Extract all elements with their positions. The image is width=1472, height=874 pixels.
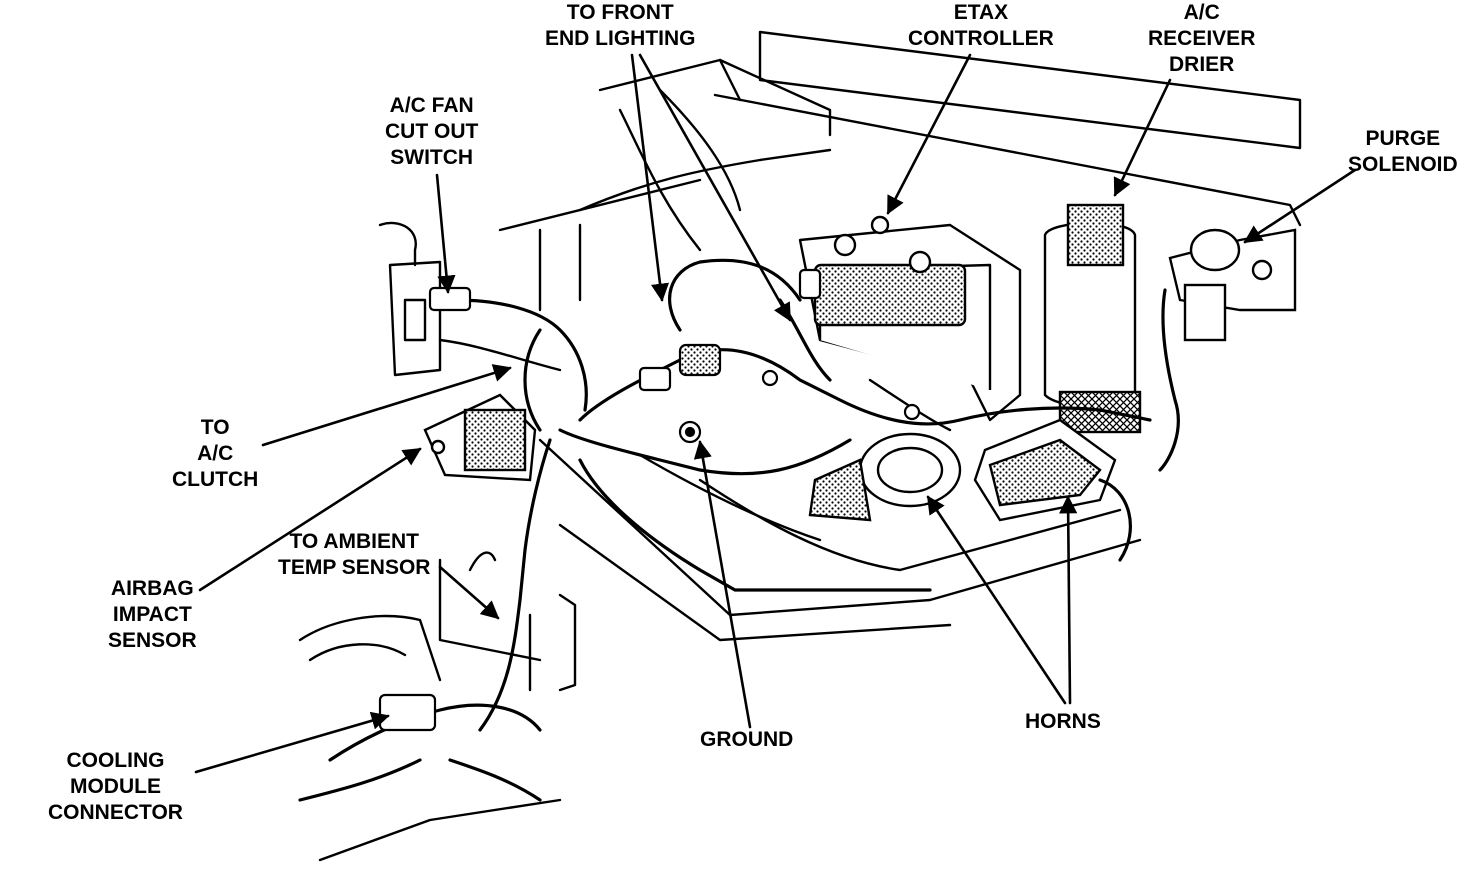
label-to-front-end-lighting: TO FRONT END LIGHTING: [545, 1, 696, 50]
connectors: [378, 268, 921, 732]
label-ac-receiver-drier: A/C RECEIVER DRIER: [1148, 1, 1256, 76]
label-horns: HORNS: [1025, 710, 1101, 733]
label-cooling-module-connector: COOLING MODULE CONNECTOR: [48, 749, 183, 824]
label-etax-controller: ETAX CONTROLLER: [908, 1, 1054, 50]
callout-leaders: [194, 53, 1357, 774]
label-airbag-impact-sensor: AIRBAG IMPACT SENSOR: [108, 577, 197, 652]
purge-solenoid-body: [1168, 228, 1297, 342]
label-ground: GROUND: [700, 728, 794, 751]
body-panels: [298, 30, 1302, 862]
label-purge-solenoid: PURGE SOLENOID: [1348, 127, 1458, 176]
receiver-drier-body: [1043, 203, 1142, 434]
label-ac-fan-cut-out-switch: A/C FAN CUT OUT SWITCH: [385, 94, 479, 169]
wire-harness: [298, 258, 1180, 802]
airbag-sensor-body: [423, 393, 537, 482]
label-to-ambient-temp-sensor: TO AMBIENT TEMP SENSOR: [278, 530, 431, 579]
horn-bodies: [808, 418, 1117, 522]
etax-controller-body: [798, 215, 1022, 422]
label-to-ac-clutch: TO A/C CLUTCH: [172, 416, 259, 491]
